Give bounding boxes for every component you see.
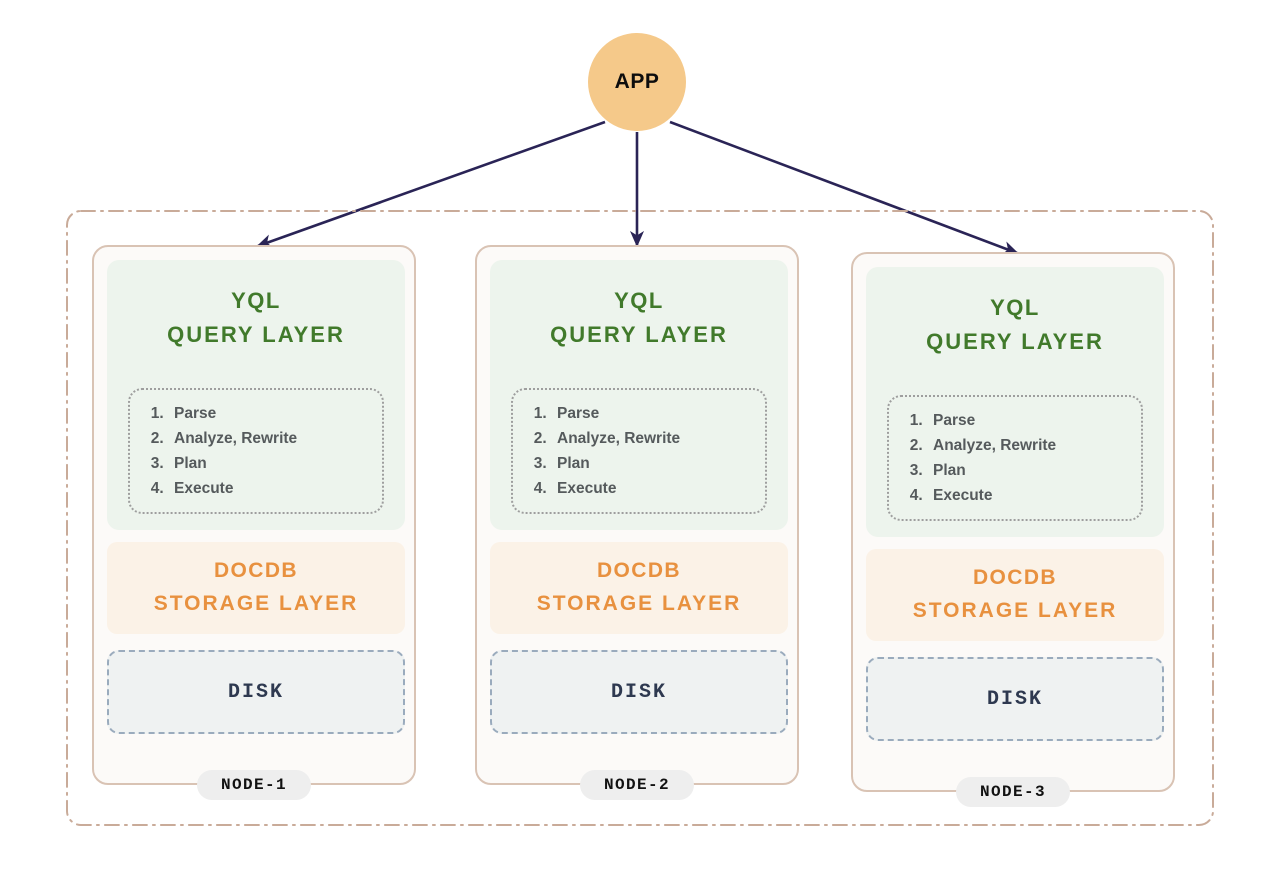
- query-step-item: Plan: [927, 458, 1141, 483]
- query-layer-title-line1: YQL: [614, 288, 664, 313]
- query-step-item: Plan: [168, 451, 382, 476]
- disk-block-1: DISK: [107, 650, 405, 734]
- query-layer-title-1: YQL QUERY LAYER: [167, 284, 345, 352]
- storage-layer-3: DOCDB STORAGE LAYER: [866, 549, 1164, 641]
- disk-label-1: DISK: [227, 680, 284, 704]
- storage-layer-title-line2: STORAGE LAYER: [153, 592, 359, 615]
- query-step-item: Parse: [927, 408, 1141, 433]
- cluster-border: [66, 210, 1214, 826]
- query-step-item: Analyze, Rewrite: [168, 426, 382, 451]
- storage-layer-title-1: DOCDB STORAGE LAYER: [154, 555, 359, 620]
- query-steps-list-1: Parse Analyze, Rewrite Plan Execute: [130, 390, 382, 501]
- storage-layer-title-line2: STORAGE LAYER: [912, 599, 1118, 622]
- query-steps-box-2: Parse Analyze, Rewrite Plan Execute: [511, 388, 767, 514]
- disk-block-3: DISK: [866, 657, 1164, 741]
- query-layer-title-line1: YQL: [990, 295, 1040, 320]
- node-badge-3: NODE-3: [955, 777, 1071, 807]
- query-steps-box-3: Parse Analyze, Rewrite Plan Execute: [887, 395, 1143, 521]
- node-card-3[interactable]: YQL QUERY LAYER Parse Analyze, Rewrite P…: [851, 252, 1175, 807]
- query-step-item: Plan: [551, 451, 765, 476]
- query-layer-1: YQL QUERY LAYER Parse Analyze, Rewrite P…: [107, 260, 405, 530]
- query-layer-title-line2: QUERY LAYER: [926, 329, 1104, 355]
- app-node[interactable]: APP: [588, 33, 686, 131]
- disk-block-2: DISK: [490, 650, 788, 734]
- app-label: APP: [614, 70, 660, 93]
- storage-layer-2: DOCDB STORAGE LAYER: [490, 542, 788, 634]
- query-step-item: Analyze, Rewrite: [551, 426, 765, 451]
- node-badge-1: NODE-1: [196, 770, 312, 800]
- query-layer-3: YQL QUERY LAYER Parse Analyze, Rewrite P…: [866, 267, 1164, 537]
- storage-layer-title-line1: DOCDB: [596, 559, 681, 583]
- query-step-item: Execute: [551, 476, 765, 501]
- storage-layer-title-line1: DOCDB: [213, 559, 298, 583]
- query-layer-title-3: YQL QUERY LAYER: [926, 291, 1104, 359]
- disk-label-2: DISK: [610, 680, 667, 704]
- query-step-item: Parse: [551, 401, 765, 426]
- node-card-1[interactable]: YQL QUERY LAYER Parse Analyze, Rewrite P…: [92, 245, 416, 800]
- node-card-2[interactable]: YQL QUERY LAYER Parse Analyze, Rewrite P…: [475, 245, 799, 800]
- storage-layer-1: DOCDB STORAGE LAYER: [107, 542, 405, 634]
- disk-label-3: DISK: [986, 687, 1043, 711]
- query-step-item: Parse: [168, 401, 382, 426]
- query-layer-title-line1: YQL: [231, 288, 281, 313]
- storage-layer-title-2: DOCDB STORAGE LAYER: [537, 555, 742, 620]
- query-steps-list-3: Parse Analyze, Rewrite Plan Execute: [889, 397, 1141, 508]
- storage-layer-title-line1: DOCDB: [972, 566, 1057, 590]
- query-steps-box-1: Parse Analyze, Rewrite Plan Execute: [128, 388, 384, 514]
- storage-layer-title-3: DOCDB STORAGE LAYER: [913, 562, 1118, 627]
- query-step-item: Execute: [927, 483, 1141, 508]
- storage-layer-title-line2: STORAGE LAYER: [536, 592, 742, 615]
- node-badge-2: NODE-2: [579, 770, 695, 800]
- query-layer-title-line2: QUERY LAYER: [167, 322, 345, 348]
- query-step-item: Execute: [168, 476, 382, 501]
- cluster-container: [66, 210, 1214, 826]
- query-layer-title-2: YQL QUERY LAYER: [550, 284, 728, 352]
- query-layer-title-line2: QUERY LAYER: [550, 322, 728, 348]
- query-layer-2: YQL QUERY LAYER Parse Analyze, Rewrite P…: [490, 260, 788, 530]
- query-steps-list-2: Parse Analyze, Rewrite Plan Execute: [513, 390, 765, 501]
- query-step-item: Analyze, Rewrite: [927, 433, 1141, 458]
